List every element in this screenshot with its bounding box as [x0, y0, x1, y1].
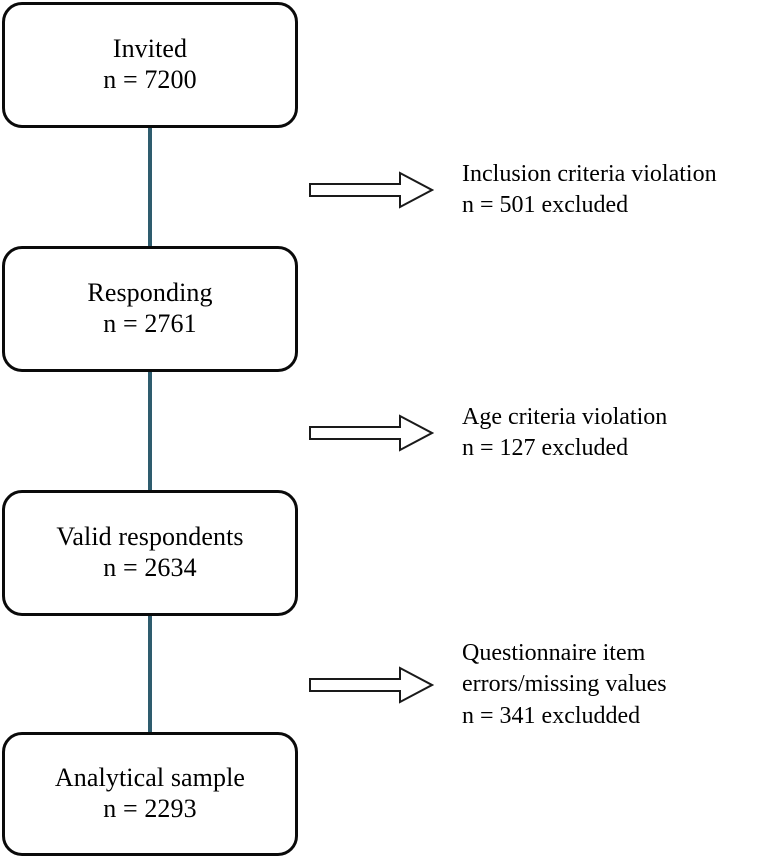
node-valid-respondents: Valid respondents n = 2634	[2, 490, 298, 616]
exclusion-line: n = 341 excludded	[462, 702, 641, 729]
exclusion-line: Inclusion criteria violation	[462, 160, 717, 187]
connector-invited-to-responding	[148, 126, 152, 246]
exclusion-age-criteria: Age criteria violation n = 127 excluded	[308, 398, 667, 468]
node-analytical-sample: Analytical sample n = 2293	[2, 732, 298, 856]
exclusion-line: n = 127 excluded	[462, 435, 629, 461]
node-valid-respondents-label: Valid respondents	[56, 522, 244, 552]
node-analytical-sample-count: n = 2293	[103, 794, 197, 823]
connector-responding-to-valid	[148, 370, 152, 490]
right-block-arrow-icon	[309, 414, 434, 452]
exclusion-questionnaire-errors-text: Questionnaire item errors/missing values…	[462, 638, 667, 732]
exclusion-line: Age criteria violation	[462, 403, 668, 430]
exclusion-inclusion-criteria: Inclusion criteria violation n = 501 exc…	[308, 155, 717, 225]
node-valid-respondents-count: n = 2634	[103, 553, 197, 582]
node-responding: Responding n = 2761	[2, 246, 298, 372]
node-analytical-sample-label: Analytical sample	[54, 763, 246, 793]
node-responding-label: Responding	[87, 278, 213, 308]
exclusion-line: errors/missing values	[462, 671, 667, 698]
node-invited: Invited n = 7200	[2, 2, 298, 128]
exclusion-inclusion-criteria-text: Inclusion criteria violation n = 501 exc…	[462, 159, 717, 221]
connector-valid-to-analytical	[148, 614, 152, 734]
exclusion-line: n = 501 excluded	[462, 192, 629, 218]
node-responding-count: n = 2761	[103, 309, 197, 338]
node-invited-count: n = 7200	[103, 65, 197, 94]
exclusion-questionnaire-errors: Questionnaire item errors/missing values…	[308, 634, 667, 736]
exclusion-line: Questionnaire item	[462, 640, 646, 667]
right-block-arrow-icon	[309, 666, 434, 704]
right-block-arrow-icon	[309, 171, 434, 209]
node-invited-label: Invited	[112, 34, 188, 64]
exclusion-age-criteria-text: Age criteria violation n = 127 excluded	[462, 402, 667, 464]
